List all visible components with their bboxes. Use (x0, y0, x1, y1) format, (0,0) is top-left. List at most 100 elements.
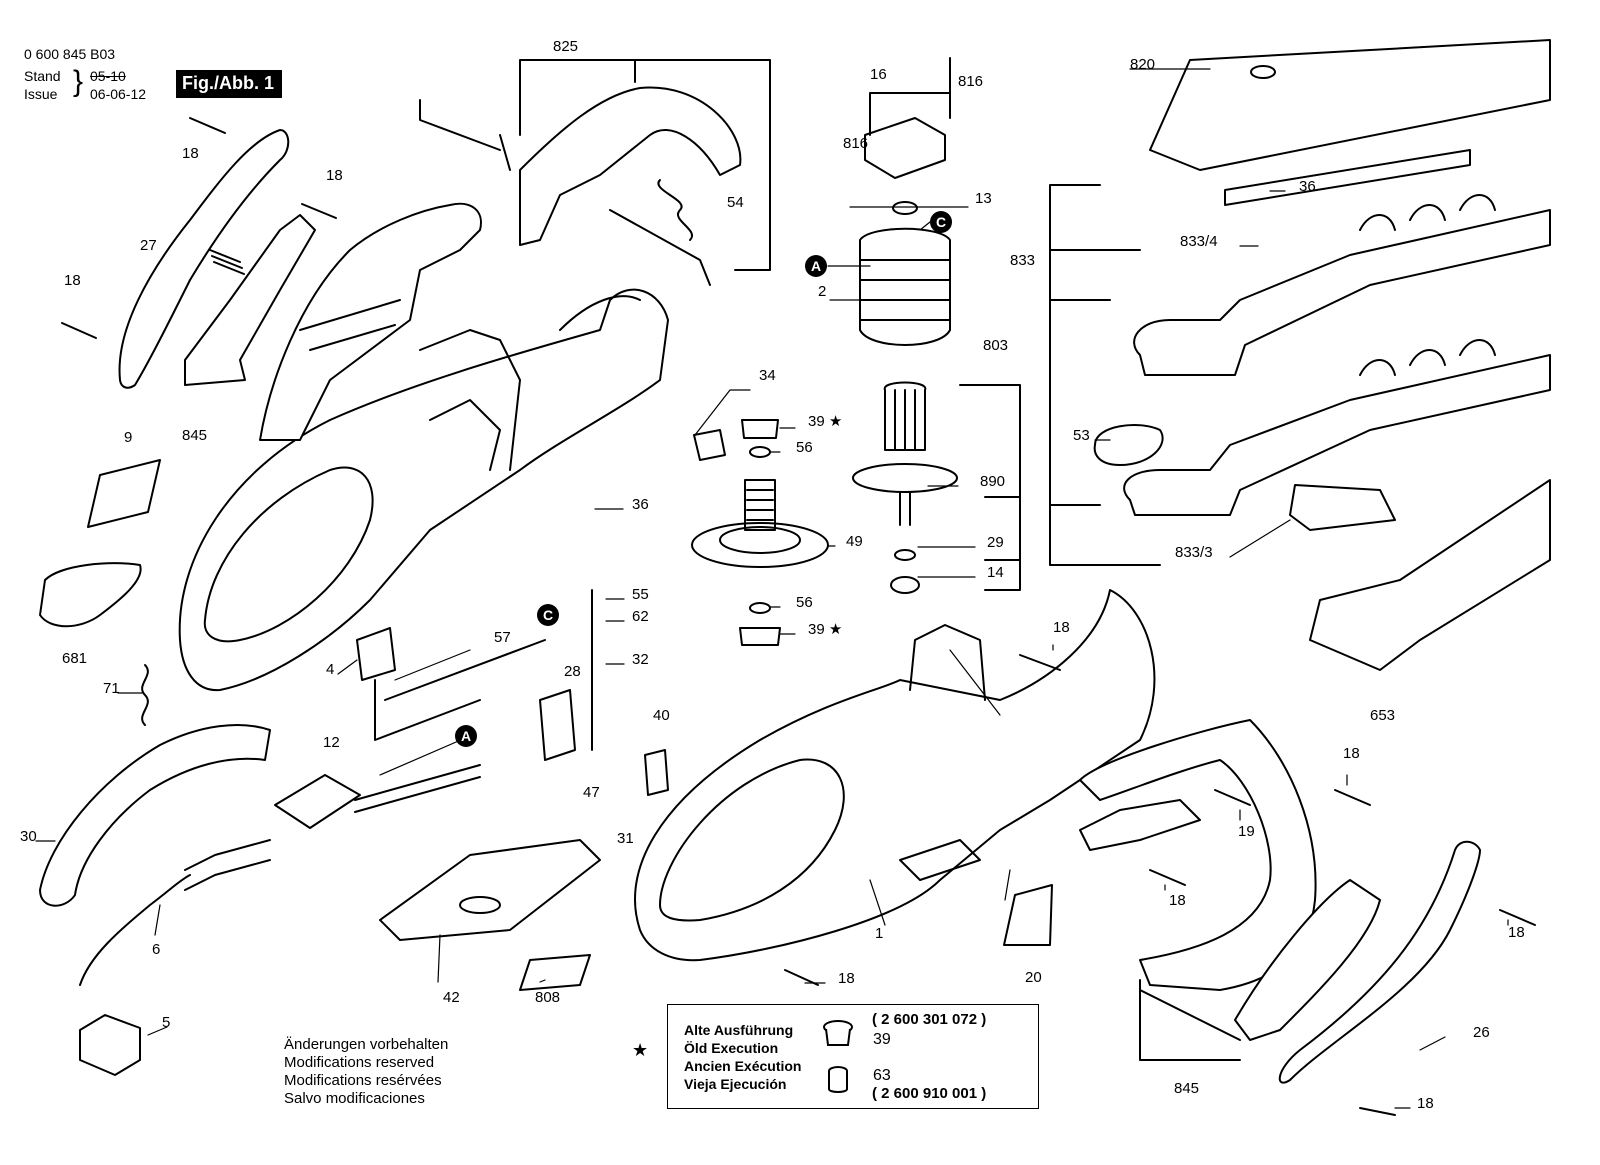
part-number-label: 6 (152, 941, 160, 958)
drawing-number: 0 600 845 B03 (24, 46, 116, 62)
part-number-label: 57 (494, 629, 511, 646)
stand-date-crossed: 05-10 (90, 68, 126, 84)
handle-grip-27 (118, 129, 290, 389)
blade-sheath-653 (1309, 479, 1551, 671)
part-number-label: 56 (796, 594, 813, 611)
note-de: Änderungen vorbehalten (284, 1036, 449, 1053)
part-number-label: 20 (1025, 969, 1042, 986)
part-number-label: 18 (1343, 745, 1360, 762)
handle-cover-26 (1278, 840, 1481, 1084)
part-number-label: 28 (564, 663, 581, 680)
cover-53 (1093, 424, 1164, 466)
callout-badge-c: C (930, 211, 952, 233)
svg-text:C: C (543, 607, 553, 623)
old-version-legend: Alte Ausführung Öld Execution Ancien Exé… (667, 1004, 1039, 1109)
part-number-label: 825 (553, 38, 578, 55)
legend-name-es: Vieja Ejecución (684, 1076, 787, 1092)
part-number-label: 653 (1370, 707, 1395, 724)
lever-30 (39, 664, 271, 907)
svg-text:A: A (461, 728, 471, 744)
svg-text:C: C (936, 214, 946, 230)
part-number-label: 29 (987, 534, 1004, 551)
part-number-label: 18 (1169, 892, 1186, 909)
bracket-833 (1049, 184, 1161, 566)
part-number-label: 31 (617, 830, 634, 847)
field-winding-2 (859, 201, 951, 346)
callout-badge-c: C (537, 604, 559, 626)
part-number-label: 803 (983, 337, 1008, 354)
blade-guard-820 (1149, 39, 1551, 206)
callout-badge-a: A (455, 725, 477, 747)
part-number-label: 13 (975, 190, 992, 207)
part-number-label: 71 (103, 680, 120, 697)
housing-left-half (178, 288, 669, 692)
legend-code-63: ( 2 600 910 001 ) (872, 1085, 987, 1102)
bracket-845-right (1139, 979, 1241, 1061)
part-number-label: 18 (326, 167, 343, 184)
rear-handle-845 (1079, 719, 1381, 1041)
part-number-label: 27 (140, 237, 157, 254)
figure-label: Fig./Abb. 1 (176, 70, 282, 98)
part-number-label: 18 (1508, 924, 1525, 941)
part-number-label: 833 (1010, 252, 1035, 269)
part-number-label: 55 (632, 586, 649, 603)
part-number-label: 12 (323, 734, 340, 751)
gear-49 (691, 419, 829, 646)
brace-glyph: } (73, 65, 84, 98)
legend-item-63: 63 (873, 1067, 891, 1084)
callout-badge-a: A (805, 255, 827, 277)
note-es: Salvo modificaciones (284, 1090, 425, 1107)
part-number-label: 816 (843, 135, 868, 152)
legend-name-en: Öld Execution (684, 1040, 779, 1056)
part-number-label: 47 (583, 784, 600, 801)
part-number-label: 5 (162, 1014, 170, 1031)
part-number-label: 9 (124, 429, 132, 446)
cable-clip-681 (39, 562, 142, 628)
part-number-label: 49 (846, 533, 863, 550)
part-number-label: 4 (326, 661, 334, 678)
part-number-label: 19 (1238, 823, 1255, 840)
legend-names: Alte Ausführung Öld Execution Ancien Exé… (684, 1021, 801, 1093)
bracket-825 (519, 59, 771, 271)
brush-holder-16 (864, 57, 951, 179)
part-number-label: 2 (818, 283, 826, 300)
legend-name-de: Alte Ausführung (684, 1022, 794, 1038)
legend-name-fr: Ancien Exécution (684, 1058, 802, 1074)
part-number-label: 39 ★ (808, 621, 842, 638)
part-number-label: 30 (20, 828, 37, 845)
grip-insert (184, 214, 316, 386)
part-number-label: 1 (875, 925, 883, 942)
switch-12 (274, 627, 546, 829)
part-number-label: 56 (796, 439, 813, 456)
power-cable-6 (79, 839, 271, 1076)
label-808 (519, 954, 591, 991)
leader-lines (35, 68, 1509, 1109)
cutting-blade-833 (1123, 194, 1551, 516)
part-number-label: 36 (1299, 178, 1316, 195)
part-number-label: 816 (958, 73, 983, 90)
svg-text:A: A (811, 258, 821, 274)
part-number-label: 32 (632, 651, 649, 668)
part-number-label: 26 (1473, 1024, 1490, 1041)
front-handle-825 (419, 86, 742, 286)
legend-item-39: 39 (873, 1031, 891, 1048)
part-number-label: 16 (870, 66, 887, 83)
housing-right-half-1 (634, 589, 1156, 962)
part-number-label: 39 ★ (808, 413, 842, 430)
bracket-803 (959, 384, 1021, 591)
screws (61, 117, 1536, 1116)
part-number-label: 833/3 (1175, 544, 1213, 561)
label-9 (87, 459, 161, 528)
part-number-label: 820 (1130, 56, 1155, 73)
part-number-label: 845 (182, 427, 207, 444)
part-number-label: 18 (1053, 619, 1070, 636)
note-en: Modifications reserved (284, 1054, 435, 1071)
blade-cover-part (1289, 484, 1396, 531)
part-number-label: 40 (653, 707, 670, 724)
legend-code-39: ( 2 600 301 072 ) (872, 1011, 987, 1028)
issue-date: 06-06-12 (90, 86, 147, 102)
part-number-label: 54 (727, 194, 744, 211)
part-number-label: 18 (64, 272, 81, 289)
